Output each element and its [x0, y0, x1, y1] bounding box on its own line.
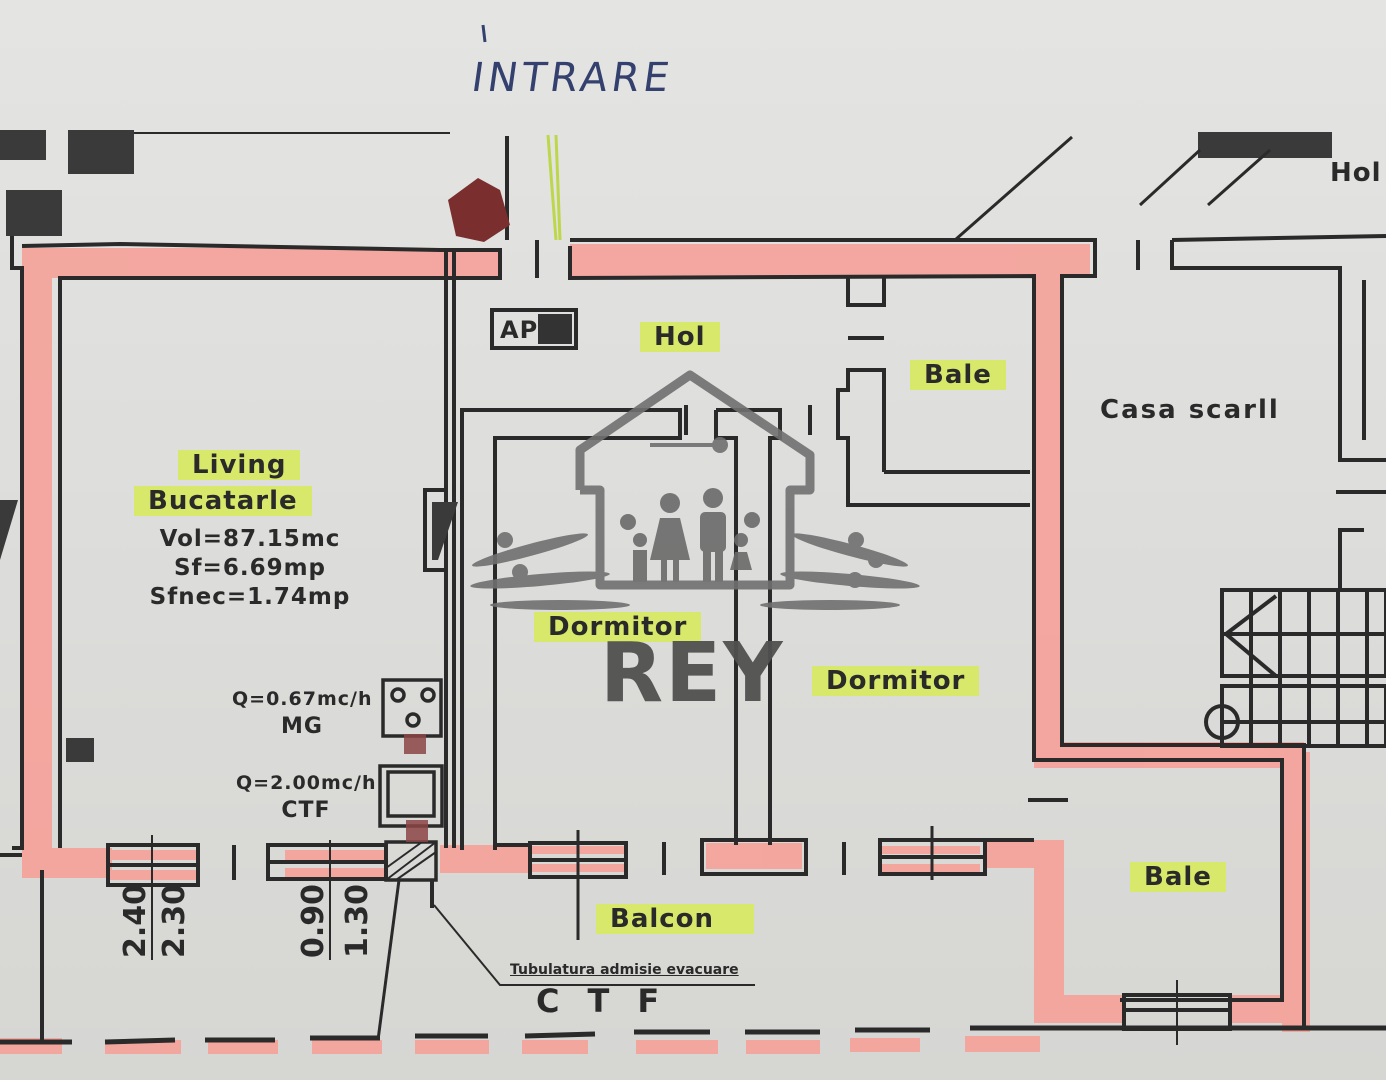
room-label-hol: Hol — [640, 322, 720, 352]
gas-valve-icon — [448, 178, 510, 242]
dimension-1-30: 1.30 — [340, 883, 375, 958]
room-label-dormitor-right: Dormitor — [812, 666, 980, 696]
pipe-annotation-label: Tubulatura admisie evacuare — [510, 962, 739, 978]
wall-lines — [0, 132, 1386, 1045]
wall-highlights — [0, 244, 1310, 1054]
living-sfnec: Sfnec=1.74mp — [149, 584, 351, 610]
room-label-hol-right: Hol — [1330, 158, 1382, 188]
room-label-balcon: Balcon — [596, 904, 755, 934]
window-blocks-top-left — [0, 130, 134, 236]
ctf-appliance-label: Q=2.00mc/h CTF — [236, 770, 376, 824]
room-label-dormitor-left: Dormitor — [534, 612, 702, 642]
rey-watermark-text: REY — [600, 626, 785, 721]
dimension-0-90: 0.90 — [296, 883, 331, 958]
living-volume: Vol=87.15mc — [159, 526, 341, 552]
room-label-casa-scarii: Casa scarll — [1100, 395, 1280, 425]
electric-panel-icon — [66, 738, 94, 762]
room-label-bale-bottom: Bale — [1130, 862, 1226, 892]
rey-watermark-logo — [470, 370, 920, 610]
dimension-2-40: 2.40 — [118, 883, 153, 958]
room-label-bale-top: Bale — [910, 360, 1006, 390]
mg-flow: Q=0.67mc/h — [232, 688, 373, 710]
entrance-label: INTRARE — [468, 55, 676, 101]
appliances — [378, 678, 444, 882]
living-specs: Vol=87.15mc Sf=6.69mp Sfnec=1.74mp — [145, 525, 355, 612]
mg-appliance-label: Q=0.67mc/h MG — [232, 686, 372, 740]
apartment-tag-label: AP — [500, 316, 539, 344]
room-label-living: Living — [178, 450, 301, 480]
window-arrows — [1138, 148, 1271, 207]
ctf-name: CTF — [281, 798, 331, 823]
room-label-bucatarie: Bucatarle — [134, 486, 312, 516]
dimension-2-30: 2.30 — [157, 883, 192, 958]
balcony-edge-dashed — [0, 1025, 1386, 1045]
living-sf: Sf=6.69mp — [173, 555, 327, 581]
mg-name: MG — [281, 714, 323, 739]
entrance-arrow-icon — [546, 134, 562, 241]
pipe-annotation-ctf: CTF — [536, 982, 688, 1020]
gas-connections — [404, 734, 428, 842]
apartment-tag-box — [490, 308, 578, 350]
ctf-flow: Q=2.00mc/h — [236, 772, 377, 794]
